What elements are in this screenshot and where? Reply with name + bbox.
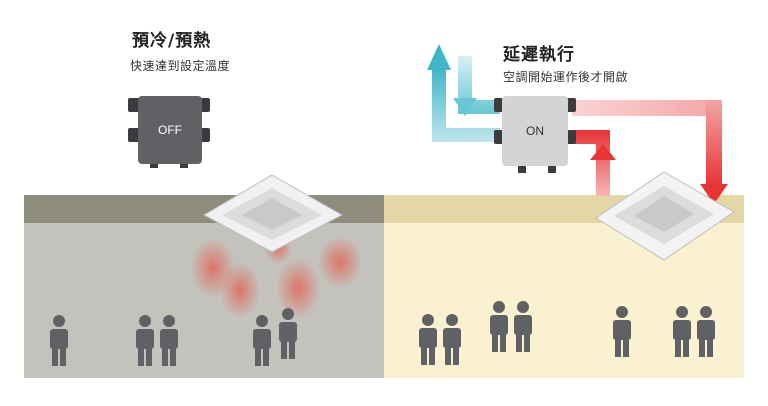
right-people: [419, 301, 715, 365]
person-icon: [443, 314, 461, 365]
person-icon: [697, 306, 715, 357]
right-fresh-air-arrows: [427, 44, 500, 142]
left-warm-airflow: [191, 232, 362, 318]
left-subtitle: 快速達到設定溫度: [130, 59, 231, 73]
person-icon: [514, 301, 532, 352]
person-icon: [160, 315, 178, 366]
person-icon: [253, 315, 271, 366]
unit-status-label: OFF: [158, 123, 182, 137]
right-airflow-arrows: [572, 100, 728, 204]
person-icon: [136, 315, 154, 366]
person-icon: [50, 315, 68, 366]
left-title: 預冷/預熱: [132, 31, 212, 51]
person-icon: [673, 306, 691, 357]
ventilation-unit-off: OFF: [138, 96, 202, 164]
right-ceiling-cassette: [595, 171, 735, 261]
right-subtitle: 空調開始運作後才開啟: [503, 70, 629, 84]
person-icon: [419, 314, 437, 365]
left-ceiling-cassette: [202, 174, 344, 253]
ventilation-unit-on: ON: [502, 96, 568, 166]
unit-status-label: ON: [526, 124, 544, 138]
right-box-pipes: [494, 98, 576, 173]
person-icon: [613, 306, 631, 357]
person-icon: [490, 301, 508, 352]
right-title: 延遲執行: [503, 45, 575, 65]
person-icon: [279, 308, 297, 359]
left-people: [50, 308, 297, 366]
